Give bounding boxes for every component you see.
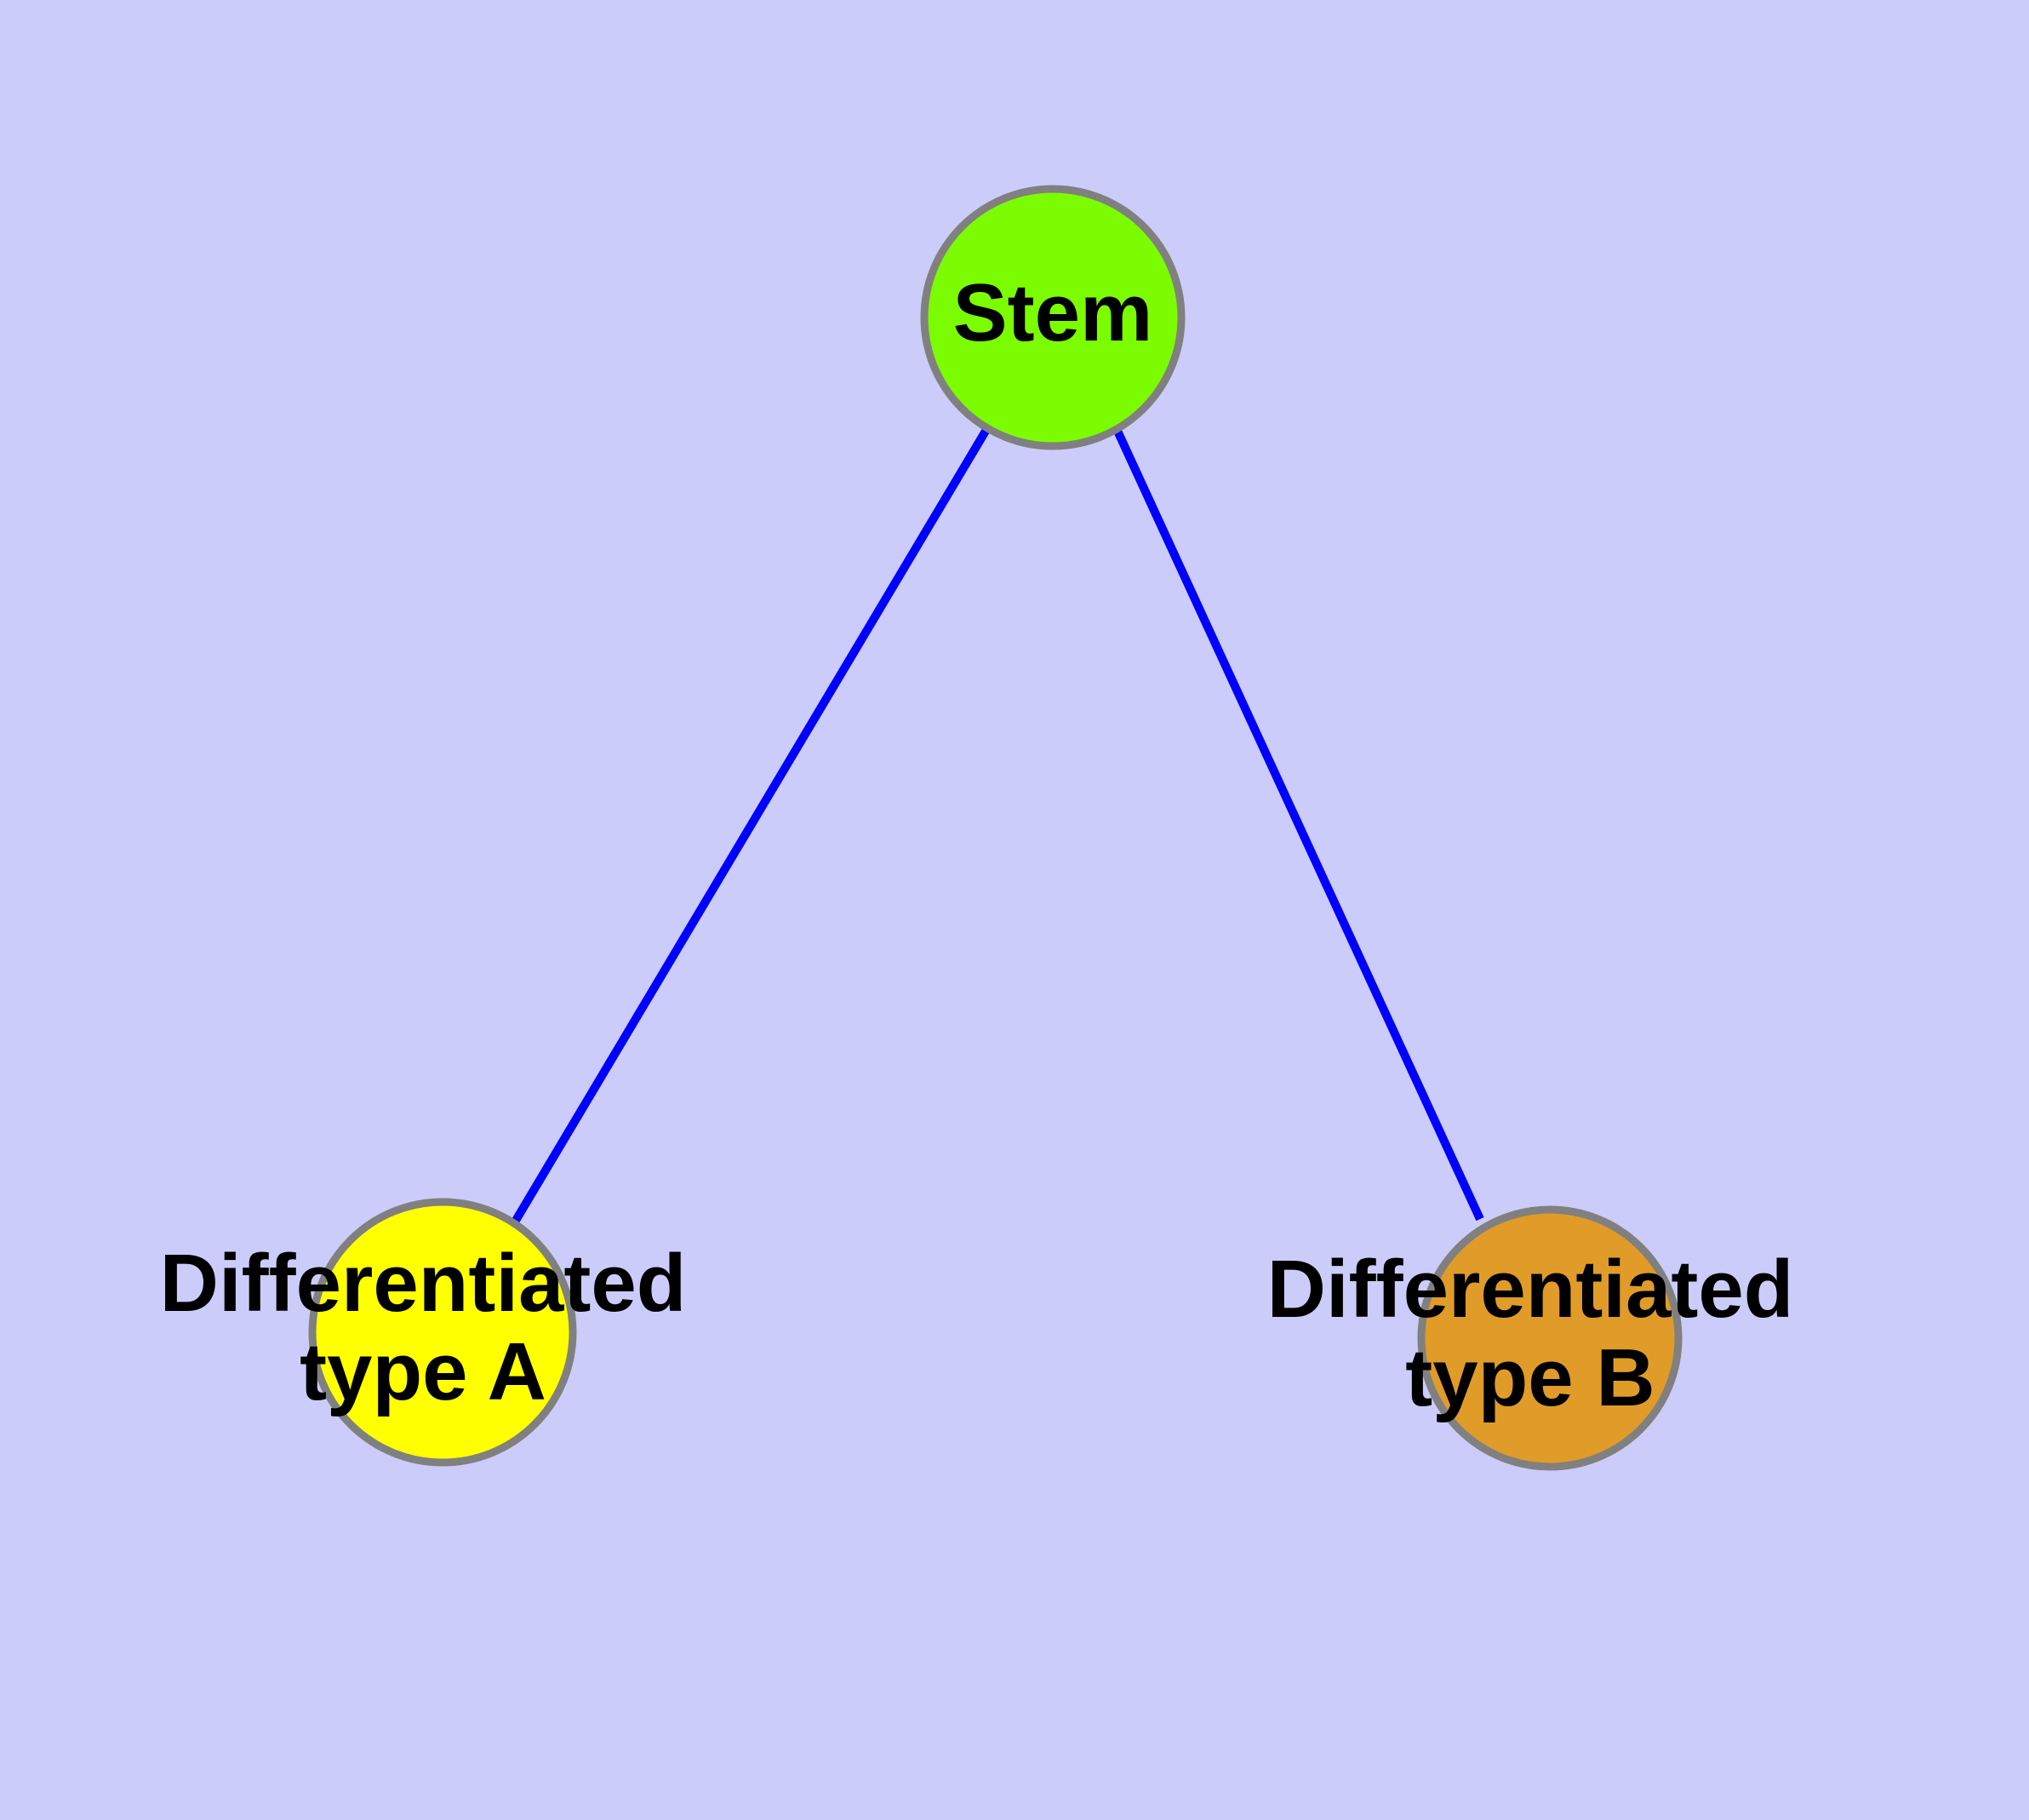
node-label-stem: Stem (953, 267, 1153, 358)
node-label-line1-diff-type-a: Differentiated (160, 1238, 687, 1329)
node-label-line1-stem: Stem (953, 267, 1153, 358)
node-circle-diff-type-a[interactable] (308, 1198, 577, 1467)
node-circle-diff-type-b[interactable] (1417, 1205, 1683, 1471)
edge-stem-to-type-b[interactable] (1112, 426, 1484, 1222)
edge-stem-to-type-a[interactable] (510, 426, 992, 1226)
node-label-line2-diff-type-a: type A (300, 1326, 546, 1417)
node-label-line2-diff-type-b: type B (1405, 1332, 1655, 1423)
node-label-line1-diff-type-b: Differentiated (1267, 1244, 1794, 1335)
node-stem[interactable]: Stem (920, 185, 1186, 450)
node-circle-stem[interactable] (920, 185, 1186, 450)
edges-group (510, 426, 1484, 1226)
